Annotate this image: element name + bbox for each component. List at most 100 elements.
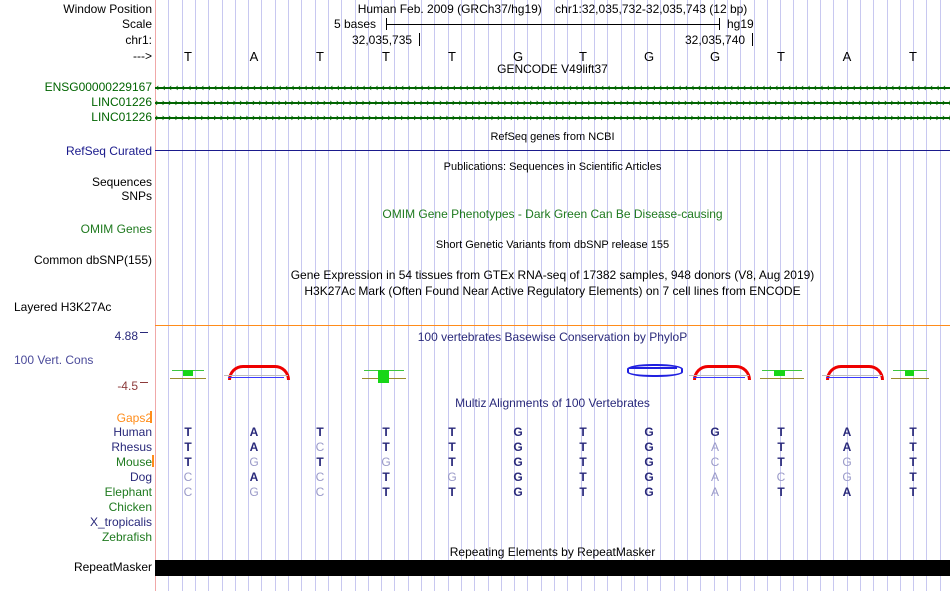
scale-bar — [386, 24, 719, 25]
gene-baseline — [155, 87, 950, 89]
conservation-bar — [183, 370, 193, 376]
species-label[interactable]: Dog — [129, 470, 152, 484]
alignment-base: T — [448, 425, 456, 439]
gencode-gene-label[interactable]: LINC01226 — [91, 110, 152, 124]
alignment-base: T — [909, 425, 917, 439]
repeatmasker-bar[interactable] — [155, 560, 950, 576]
strand-arrow-label: ---> — [133, 49, 152, 63]
alignment-base: A — [842, 485, 852, 499]
ruler-base: T — [777, 49, 785, 64]
alignment-base: G — [710, 425, 720, 439]
alignment-base: G — [513, 425, 523, 439]
species-label[interactable]: Zebrafish — [101, 530, 152, 544]
alignment-base: G — [513, 470, 523, 484]
omim-center-label: OMIM Gene Phenotypes - Dark Green Can Be… — [382, 207, 723, 221]
alignment-base: A — [249, 425, 259, 439]
alignment-base: C — [710, 455, 720, 469]
conservation-gray-baseline — [822, 375, 882, 376]
alignment-base: G — [381, 455, 391, 469]
ruler-tick-label: 32,035,735 — [352, 33, 413, 47]
species-label[interactable]: X_tropicalis — [89, 515, 152, 529]
conservation-blue-baseline — [826, 377, 878, 378]
alignment-base: T — [909, 485, 917, 499]
ruler-base: T — [184, 49, 192, 64]
conservation-blue-baseline — [228, 377, 284, 378]
assembly-text: Human Feb. 2009 (GRCh37/hg19) — [357, 2, 542, 16]
phylop-center-label: 100 vertebrates Basewise Conservation by… — [417, 330, 688, 344]
chrom-label: chr1: — [125, 33, 152, 47]
alignment-base: T — [777, 425, 785, 439]
species-label[interactable]: Elephant — [104, 485, 152, 499]
conservation-bar — [905, 370, 914, 376]
repeatmasker-center-label: Repeating Elements by RepeatMasker — [449, 545, 656, 559]
alignment-base: T — [448, 440, 456, 454]
multiz-center-label: Multiz Alignments of 100 Vertebrates — [455, 396, 650, 410]
gaps-label[interactable]: Gaps2 — [116, 411, 152, 425]
species-label[interactable]: Chicken — [108, 500, 152, 514]
alignment-base: T — [184, 455, 192, 469]
phylop-max-tick — [140, 332, 148, 333]
ruler-tick-label: 32,035,740 — [685, 33, 746, 47]
gaps-marker — [150, 411, 152, 423]
gencode-gene-row[interactable]: ‹‹‹‹‹‹‹‹‹‹‹‹‹‹‹‹‹‹‹‹‹‹‹‹‹‹‹‹‹‹‹‹‹‹‹‹‹‹‹‹… — [155, 82, 950, 94]
phylop-max-label: 4.88 — [114, 329, 138, 343]
conservation-bar — [378, 370, 389, 383]
ruler-base: T — [909, 49, 917, 64]
phylop-min-label: -4.5 — [117, 379, 138, 393]
ruler-tick-mark — [752, 33, 753, 46]
conservation-olive-line — [891, 378, 929, 379]
alignment-base: G — [644, 440, 654, 454]
ruler-base: G — [512, 49, 524, 64]
ruler-base: T — [316, 49, 324, 64]
refseq-curated-label[interactable]: RefSeq Curated — [65, 144, 152, 158]
sequences-label[interactable]: Sequences — [91, 175, 152, 189]
gencode-gene-row[interactable]: ››››››››››››››››››››››››››››››››››››››››… — [155, 97, 950, 109]
alignment-base: T — [316, 425, 324, 439]
conservation-blue-baseline — [693, 377, 745, 378]
ruler-base: G — [643, 49, 655, 64]
gencode-gene-label[interactable]: LINC01226 — [91, 95, 152, 109]
dbsnp-center-label: Short Genetic Variants from dbSNP releas… — [435, 239, 670, 251]
species-label[interactable]: Human — [113, 425, 152, 439]
species-label[interactable]: Mouse — [115, 455, 152, 469]
conservation-red-arch — [826, 365, 884, 380]
omim-genes-label[interactable]: OMIM Genes — [80, 222, 152, 236]
ruler-base: G — [709, 49, 721, 64]
phylop-track-label[interactable]: 100 Vert. Cons — [14, 353, 94, 367]
conservation-red-arch — [228, 365, 290, 380]
alignment-base: T — [448, 485, 456, 499]
scale-value: 5 bases — [334, 17, 377, 31]
alignment-base: C — [776, 470, 786, 484]
snps-label[interactable]: SNPs — [121, 189, 152, 203]
alignment-base: G — [513, 485, 523, 499]
refseq-center-label: RefSeq genes from NCBI — [490, 131, 615, 143]
alignment-base: T — [777, 485, 785, 499]
gencode-gene-row[interactable]: ››››››››››››››››››››››››››››››››››››››››… — [155, 112, 950, 124]
conservation-gray-baseline — [689, 375, 749, 376]
gencode-gene-label[interactable]: ENSG00000229167 — [44, 80, 152, 94]
alignment-base: T — [382, 425, 390, 439]
alignment-base: A — [710, 485, 719, 499]
ruler-base: T — [382, 49, 390, 64]
alignment-base: T — [382, 440, 390, 454]
repeatmasker-label[interactable]: RepeatMasker — [73, 560, 152, 574]
alignment-base: T — [777, 455, 785, 469]
gene-baseline — [155, 102, 950, 104]
species-label[interactable]: Rhesus — [111, 440, 152, 454]
alignment-base: G — [249, 485, 259, 499]
alignment-base: A — [842, 440, 852, 454]
publications-center-label: Publications: Sequences in Scientific Ar… — [443, 161, 662, 173]
h3k27ac-center-label: H3K27Ac Mark (Often Found Near Active Re… — [304, 284, 801, 298]
ruler-base: A — [249, 49, 259, 64]
common-dbsnp-label[interactable]: Common dbSNP(155) — [33, 253, 152, 267]
alignment-base: A — [842, 425, 852, 439]
alignment-base: G — [513, 440, 523, 454]
alignment-base: G — [644, 485, 654, 499]
ruler-base: T — [579, 49, 587, 64]
alignment-base: G — [644, 455, 654, 469]
alignment-base: T — [316, 455, 324, 469]
layered-h3k27ac-label[interactable]: Layered H3K27Ac — [14, 300, 112, 314]
assembly-short-label: hg19 — [727, 17, 754, 31]
